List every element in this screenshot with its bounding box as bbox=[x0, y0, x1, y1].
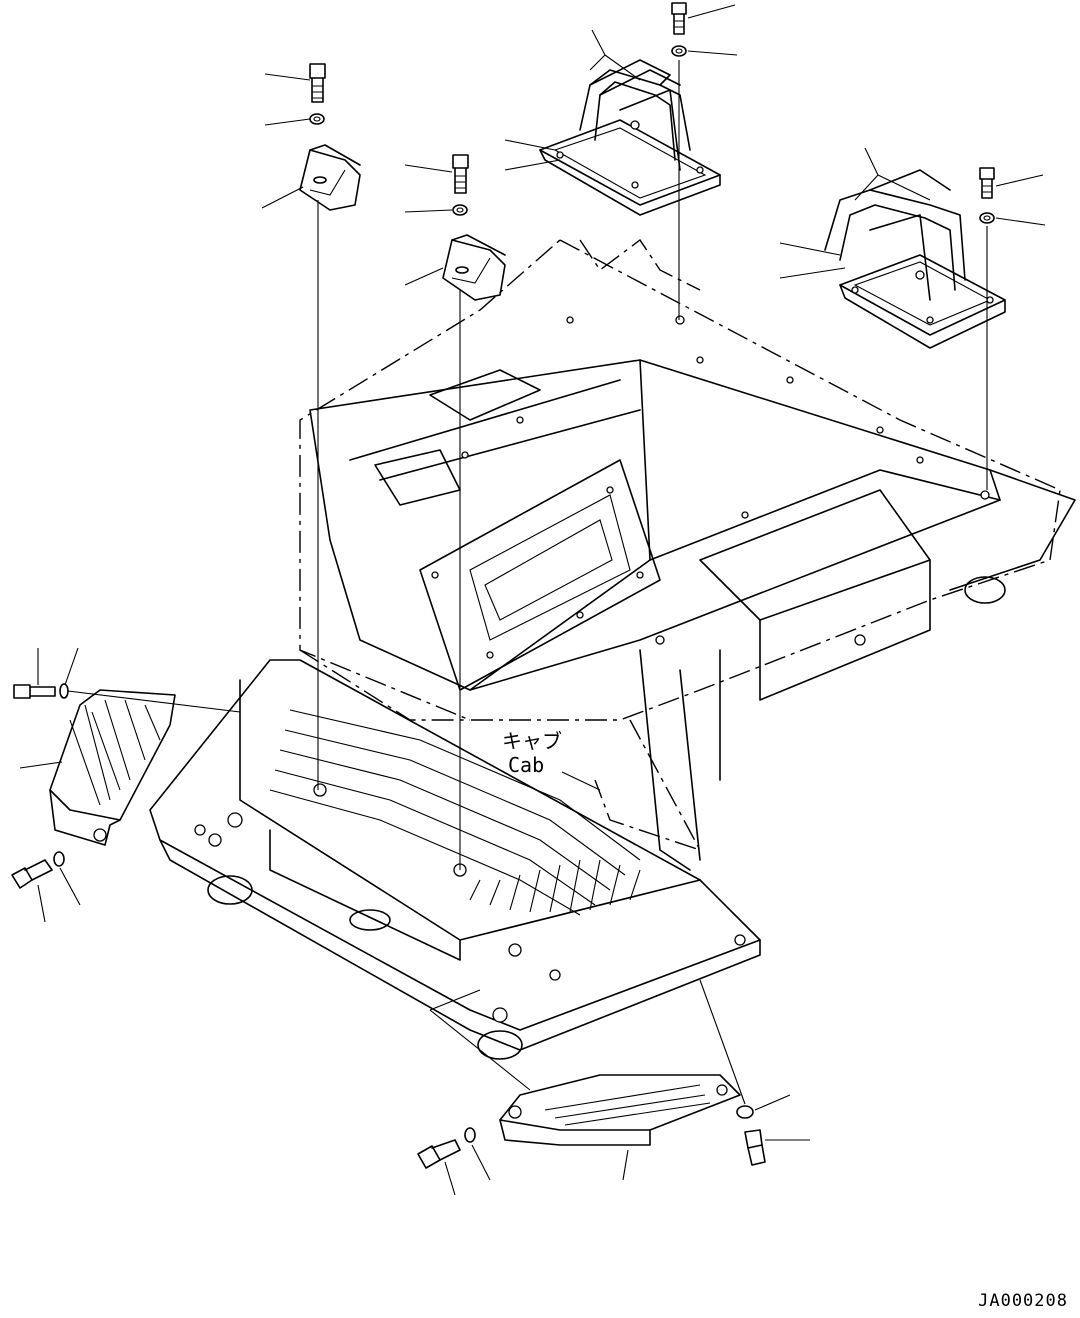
bolt-washer-set-3 bbox=[671, 2, 687, 320]
cab-label-english: Cab bbox=[508, 753, 545, 777]
bolt-washer-set-1 bbox=[309, 63, 326, 790]
front-bracket-right bbox=[442, 234, 506, 301]
drawing-number: JA000208 bbox=[978, 1291, 1068, 1311]
rear-mount-left bbox=[539, 59, 721, 216]
bolt-washer-set-4 bbox=[979, 167, 995, 490]
rear-mount-right bbox=[824, 169, 1006, 349]
bolt-washer-set-2 bbox=[452, 154, 469, 870]
step-bottom bbox=[417, 979, 766, 1169]
floor-frame bbox=[149, 315, 1076, 1060]
front-bracket-left bbox=[299, 144, 361, 211]
step-left bbox=[11, 683, 241, 889]
cab-outline bbox=[299, 238, 1061, 852]
leader-lines bbox=[19, 4, 1046, 1196]
cab-label-japanese: キャブ bbox=[502, 729, 562, 753]
